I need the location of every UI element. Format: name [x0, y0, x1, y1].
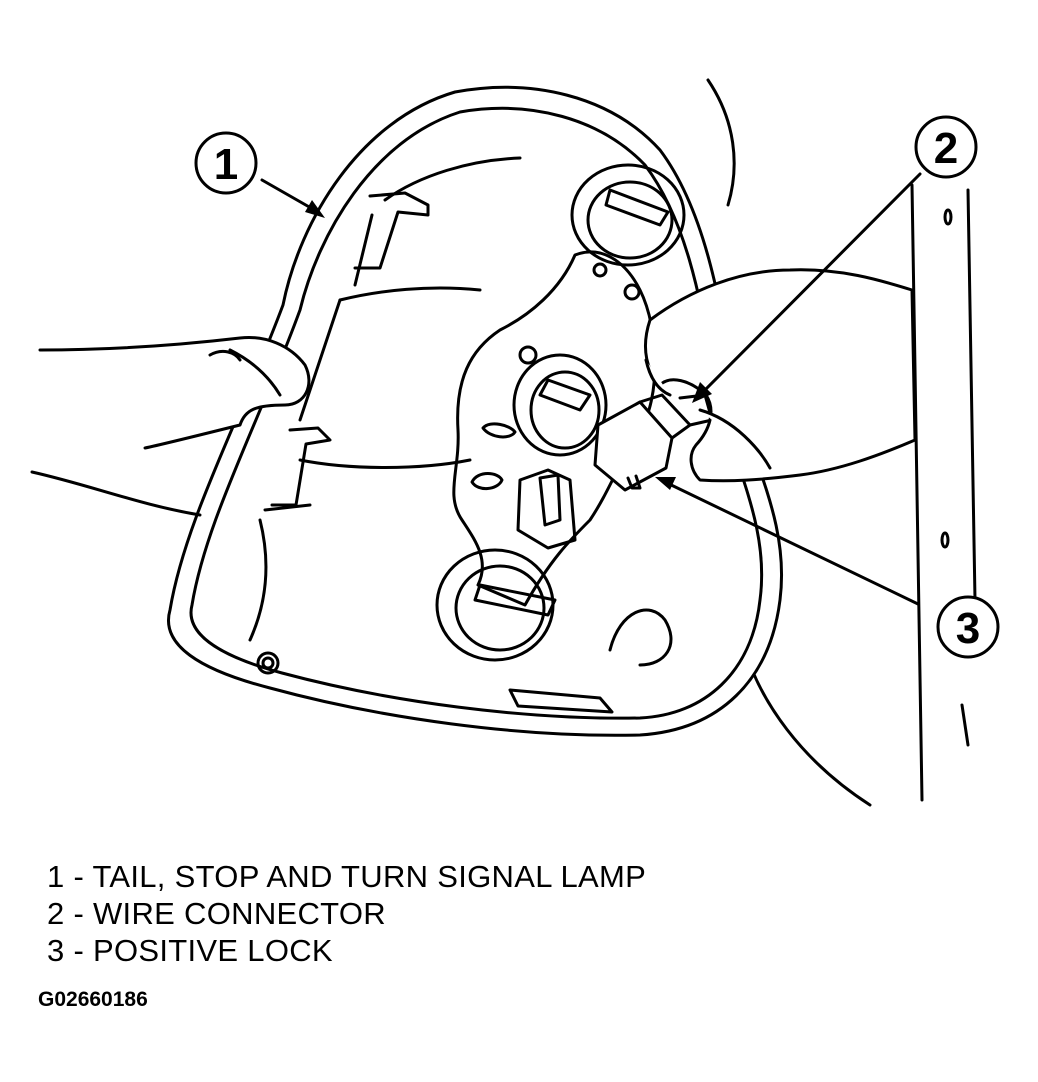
callout-1: 1 [194, 131, 258, 195]
legend-label: TAIL, STOP AND TURN SIGNAL LAMP [92, 859, 647, 894]
leader-2-arrowhead [692, 382, 712, 403]
legend-label: WIRE CONNECTOR [93, 896, 386, 931]
callout-legend: 1 - TAIL, STOP AND TURN SIGNAL LAMP 2 - … [47, 858, 646, 969]
legend-separator: - [64, 896, 93, 931]
legend-separator: - [64, 933, 93, 968]
callout-1-number: 1 [214, 140, 238, 189]
legend-number: 2 [47, 896, 65, 931]
tail-lamp-removal-illustration: 1 2 3 [30, 78, 1000, 807]
callout-2: 2 [914, 115, 978, 179]
legend-number: 1 [47, 859, 65, 894]
figure-id: G02660186 [38, 988, 148, 1011]
legend-item: 3 - POSITIVE LOCK [47, 932, 646, 969]
leader-3-arrowhead [655, 477, 676, 490]
legend-label: POSITIVE LOCK [93, 933, 333, 968]
right-hand [643, 268, 917, 483]
legend-item: 1 - TAIL, STOP AND TURN SIGNAL LAMP [47, 858, 646, 895]
legend-separator: - [64, 859, 93, 894]
legend-number: 3 [47, 933, 65, 968]
callout-3: 3 [936, 595, 1000, 659]
bulb-sockets [435, 163, 686, 667]
wire-connector [593, 393, 714, 492]
callout-3-number: 3 [956, 604, 980, 653]
tail-lamp-housing [167, 85, 784, 737]
legend-item: 2 - WIRE CONNECTOR [47, 895, 646, 932]
callout-2-number: 2 [934, 124, 958, 173]
left-hand [30, 335, 311, 517]
leader-1-arrowhead [305, 200, 325, 218]
callout-leaders [260, 172, 922, 606]
